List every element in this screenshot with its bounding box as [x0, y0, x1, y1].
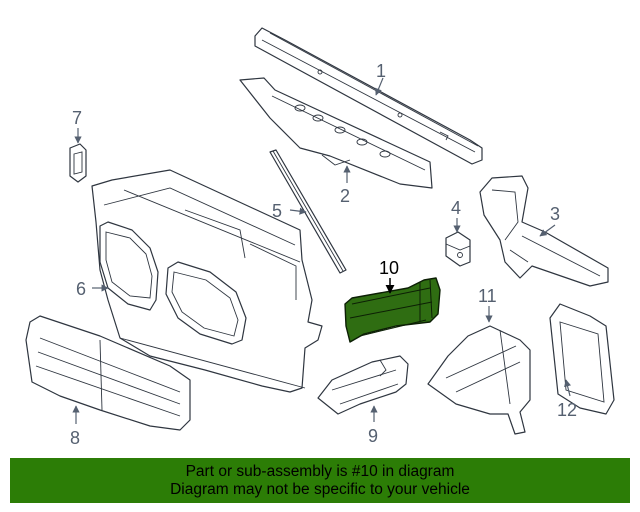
callout-label-4: 4 [451, 198, 461, 218]
callout-label-3: 3 [550, 204, 560, 224]
part-6-radiator-support [91, 169, 323, 393]
callout-label-10: 10 [379, 258, 399, 278]
callout-11: 11 [478, 286, 497, 323]
callout-1: 1 [375, 61, 386, 96]
part-7-clip [69, 143, 87, 183]
banner-line-2: Diagram may not be specific to your vehi… [170, 480, 470, 498]
part-11-lower-right-guide [427, 325, 531, 435]
part-8-lower-grille [25, 315, 191, 431]
part-1-upper-rail [254, 27, 483, 165]
callout-label-8: 8 [70, 428, 80, 448]
callout-label-9: 9 [368, 426, 378, 446]
callout-10: 10 [379, 258, 399, 294]
callout-8: 8 [70, 405, 80, 448]
callout-label-1: 1 [376, 61, 386, 81]
info-banner: Part or sub-assembly is #10 in diagram D… [10, 458, 630, 503]
callout-label-6: 6 [76, 279, 86, 299]
callout-5: 5 [272, 201, 307, 221]
callout-6: 6 [76, 279, 109, 299]
banner-line-1: Part or sub-assembly is #10 in diagram [185, 462, 455, 480]
callout-7: 7 [72, 108, 82, 144]
parts-diagram: 1 2 3 4 5 [25, 27, 615, 448]
callout-label-7: 7 [72, 108, 82, 128]
part-5-seal-strip [269, 149, 347, 274]
callout-4: 4 [451, 198, 461, 233]
part-4-bracket [445, 231, 471, 267]
callout-label-12: 12 [557, 400, 577, 420]
callout-3: 3 [539, 204, 560, 237]
callout-9: 9 [368, 405, 378, 446]
part-10-air-duct-highlighted [344, 277, 441, 343]
callout-label-2: 2 [340, 186, 350, 206]
callout-label-11: 11 [478, 286, 497, 306]
part-9-lower-air-guide [317, 355, 409, 415]
callout-2: 2 [340, 165, 351, 206]
part-3-side-duct [479, 175, 609, 287]
part-12-side-deflector [549, 303, 615, 415]
part-2-upper-panel [239, 77, 433, 189]
callout-label-5: 5 [272, 201, 282, 221]
callout-12: 12 [557, 379, 577, 420]
